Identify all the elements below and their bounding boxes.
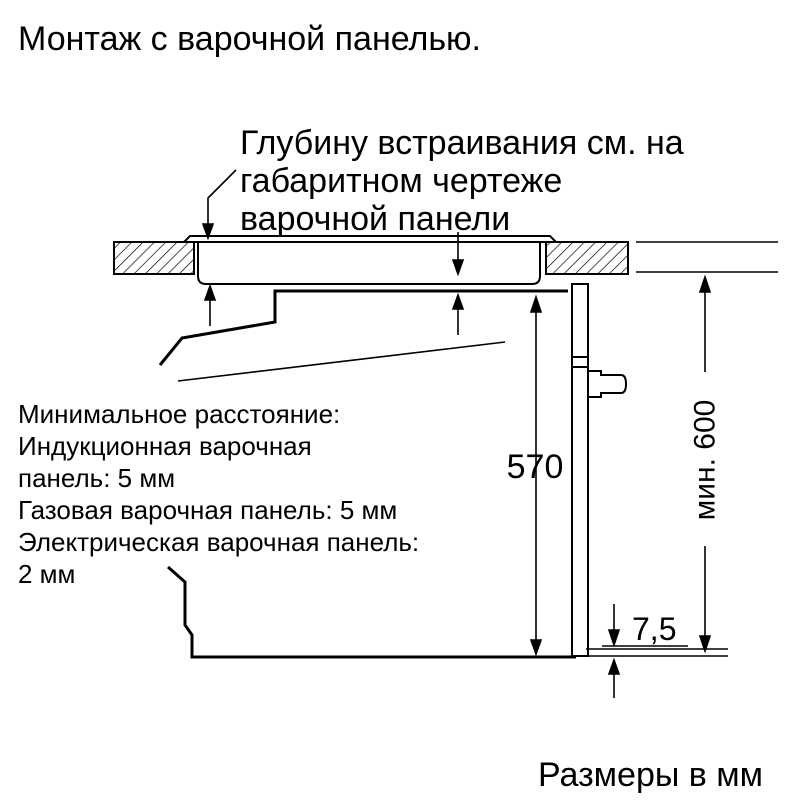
units-note: Размеры в мм <box>538 756 764 794</box>
worktop-left <box>113 241 195 275</box>
depth-note-line: Глубину встраивания см. на <box>240 124 684 162</box>
gap-dimension-label: 7,5 <box>632 611 676 647</box>
min-distance-line: Минимальное расстояние: <box>18 399 341 429</box>
min-distance-line: панель: 5 мм <box>18 463 176 493</box>
min-distance-line: Газовая варочная панель: 5 мм <box>18 495 398 525</box>
depth-note-line: габаритном чертеже <box>240 162 563 200</box>
worktop-right <box>545 241 629 275</box>
page-title: Монтаж с варочной панелью. <box>18 20 482 58</box>
depth-note: Глубину встраивания см. на габаритном че… <box>240 124 684 238</box>
cabinet-contour <box>158 289 576 659</box>
depth-note-line: варочной панели <box>240 200 511 238</box>
extension-lines <box>586 241 778 657</box>
depth-dimension-label: 570 <box>507 448 564 486</box>
min-distance-line: Индукционная варочная <box>18 431 312 461</box>
oven-front <box>571 283 628 657</box>
dimension-lines <box>201 169 712 698</box>
min-distance-line: Электрическая варочная панель: <box>18 527 420 557</box>
min-distance-line: 2 мм <box>18 559 76 589</box>
hob <box>181 235 559 285</box>
height-dimension-label: мин. 600 <box>689 400 722 521</box>
min-distance-note: Минимальное расстояние: Индукционная вар… <box>18 398 419 590</box>
